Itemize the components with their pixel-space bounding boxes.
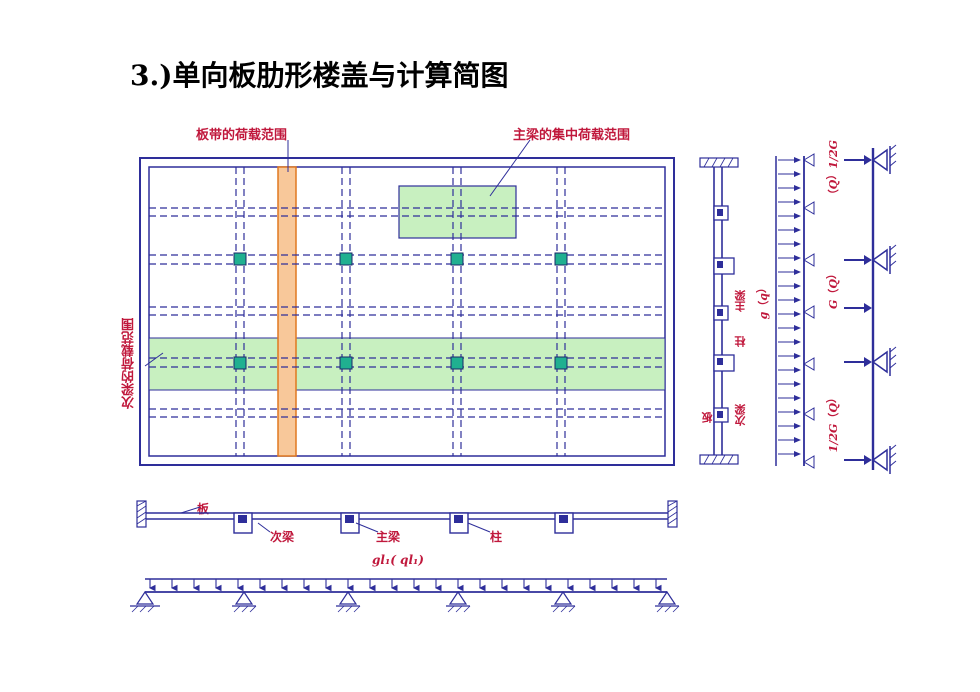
secondary-beams [149,207,665,418]
vertical-beam-model [775,153,815,469]
transverse-section [699,157,739,465]
page-title: 3.)单向板肋形楼盖与计算简图 [130,59,509,92]
label-column: 柱 [490,530,503,544]
label-secondary-beam: 次梁 [270,530,295,544]
secondary-beam-load-zone [148,337,666,391]
load-formula: gl₁( ql₁) [372,553,424,567]
plan-view [139,139,675,466]
label-slab-strip-load: 板带的荷载范围 [196,128,288,143]
plan-inner-edge [148,166,666,457]
main-beam-concentrated-load-zone [398,185,517,239]
label-main-beam-concentrated-load: 主梁的集中荷载范围 [513,128,631,143]
main-beam-model [844,144,897,474]
plan-outer-wall [139,157,675,466]
continuous-beam-model [130,578,680,613]
longitudinal-section [136,500,678,534]
main-beams [235,167,566,456]
slab-strip-zone [277,166,297,457]
label-main-beam: 主梁 [376,530,401,544]
columns [233,252,568,370]
